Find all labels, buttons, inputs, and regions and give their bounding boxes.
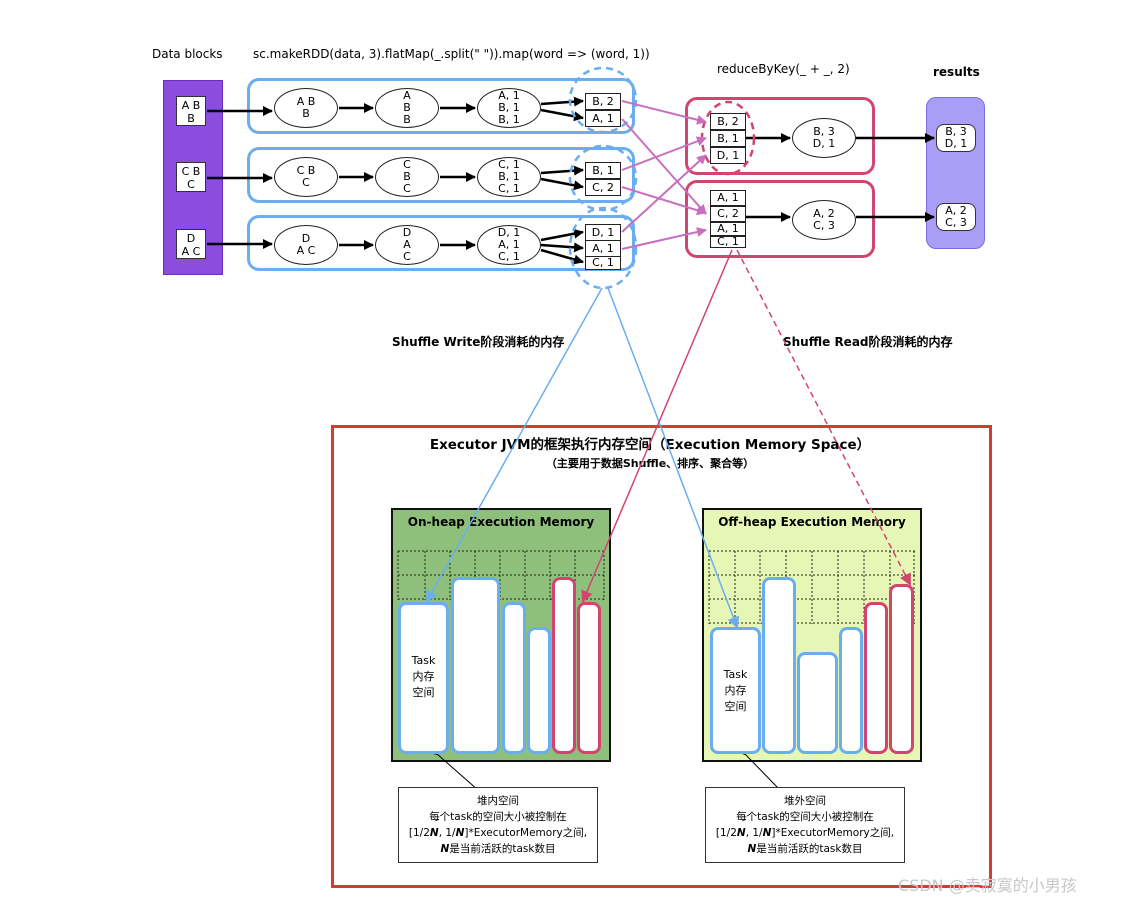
task-memory-bar [762,577,796,754]
shuffle-arrows [621,100,707,250]
task-memory-bar [502,602,526,754]
note-pointer [437,754,479,791]
shuffle-write-cell: A, 1 [585,240,621,257]
task-memory-bar [710,627,761,754]
map-pipeline-1 [247,78,635,134]
task-memory-bar-read [889,584,914,754]
shuffle-write-cell: C, 2 [585,179,621,196]
task-memory-bar [451,577,500,754]
map-pipeline-2 [247,147,635,203]
task-memory-bar-read [552,577,576,754]
offheap-title: Off-heap Execution Memory [718,515,906,529]
task-memory-bar-read [577,602,601,754]
shuffle-write-circle [568,144,638,212]
task-memory-bar [398,602,449,754]
shuffle-write-cell: B, 1 [585,162,621,179]
shuffle-write-cell: D, 1 [585,224,621,241]
note-pointer [745,754,781,791]
executor-subtitle: （主要用于数据Shuffle、排序、聚合等） [545,457,755,470]
shuffle-read-cell: B, 2 [710,113,746,130]
onheap-note: 堆内空间 每个task的空间大小被控制在 [1/2N, 1/N]*Executo… [398,787,598,863]
shuffle-read-cell: A, 1 [710,222,746,236]
shuffle-read-label: Shuffle Read阶段消耗的内存 [783,335,953,349]
reduce-task-2 [685,180,875,258]
shuffle-write-label: Shuffle Write阶段消耗的内存 [392,335,565,349]
shuffle-write-circle [568,66,638,134]
shuffle-read-cell: A, 1 [710,190,746,206]
code-label: sc.makeRDD(data, 3).flatMap(_.split(" ")… [253,47,650,61]
shuffle-read-memory-arrow [581,249,733,603]
shuffle-write-circle [568,206,638,290]
shuffle-read-cell: C, 1 [710,236,746,248]
reduce-label: reduceByKey(_ + _, 2) [717,62,850,76]
task-memory-bar [797,652,838,754]
results-label: results [933,65,980,79]
shuffle-read-memory-arrow-dashed [736,249,911,586]
shuffle-write-cell: C, 1 [585,256,621,270]
shuffle-read-cell: C, 2 [710,206,746,222]
task-memory-bar [527,627,551,754]
reduce-task-1 [685,97,875,175]
offheap-note: 堆外空间 每个task的空间大小被控制在 [1/2N, 1/N]*Executo… [705,787,905,863]
shuffle-write-memory-arrows [426,287,740,629]
shuffle-write-cell: A, 1 [585,110,621,127]
shuffle-read-cell: D, 1 [710,147,746,164]
task-memory-bar-read [864,602,888,754]
onheap-title: On-heap Execution Memory [407,515,595,529]
shuffle-read-cell: B, 1 [710,130,746,147]
watermark: CSDN @卖寂寞的小男孩 [898,876,1077,895]
data-blocks-label: Data blocks [152,47,223,61]
task-memory-bar [839,627,863,754]
shuffle-write-cell: B, 2 [585,93,621,110]
